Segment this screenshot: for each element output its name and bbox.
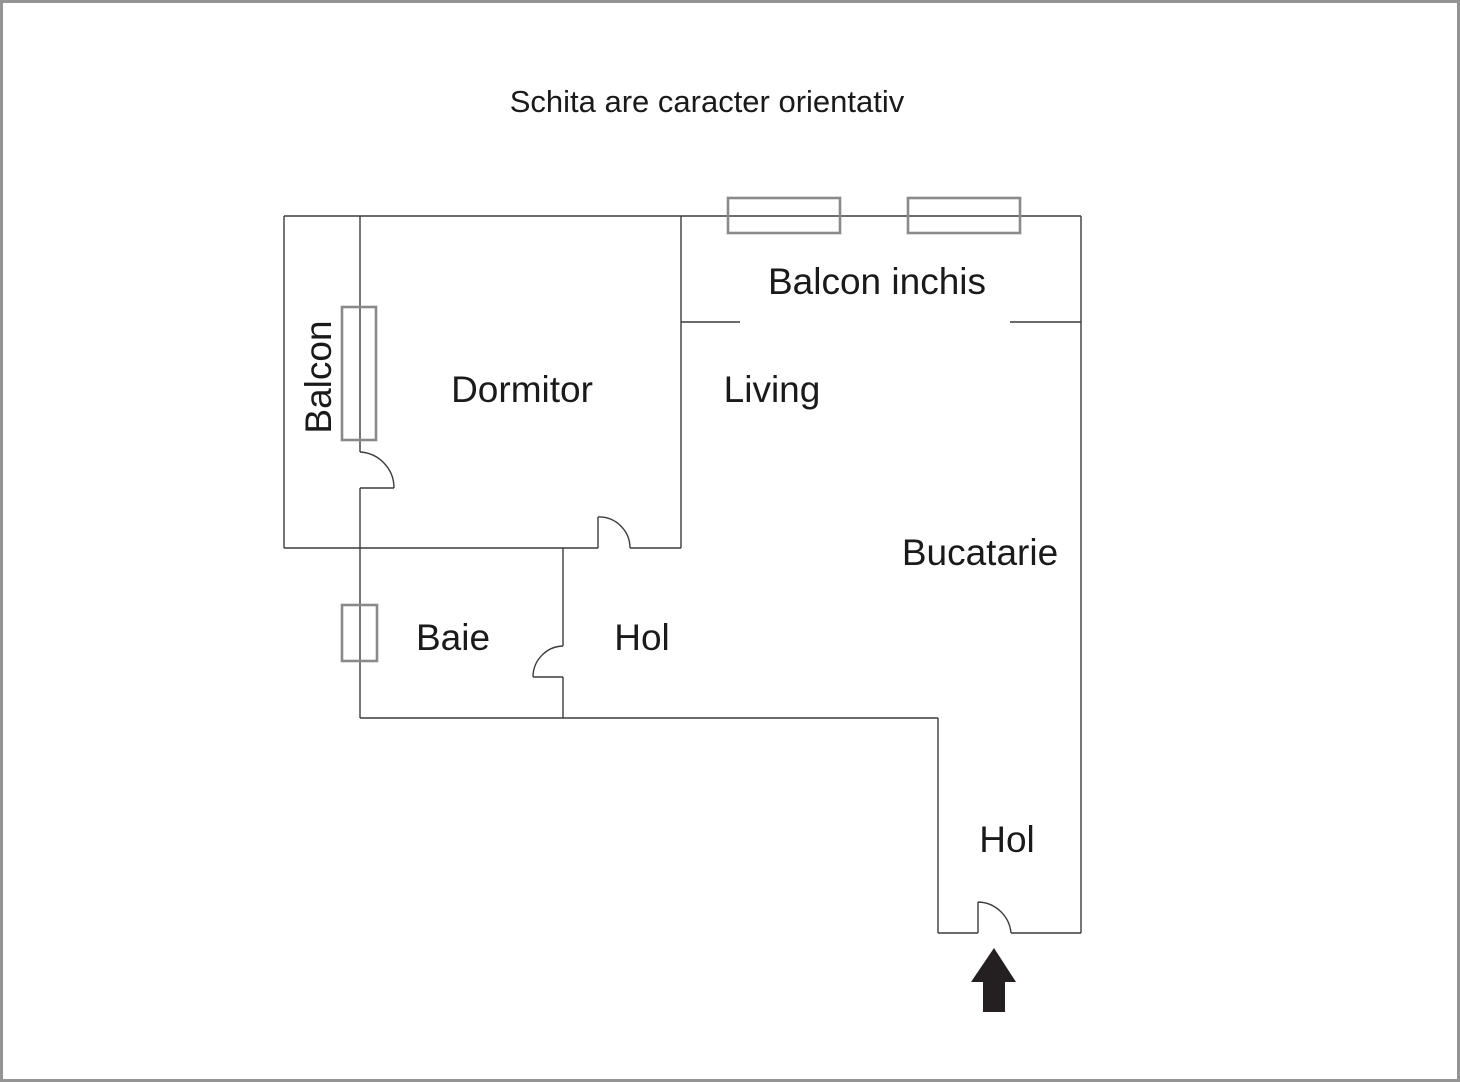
room-label-balcon: Balcon: [298, 320, 339, 433]
windows: [340, 196, 1022, 663]
room-label-dormitor: Dormitor: [451, 369, 593, 410]
door-arc-entrance: [977, 901, 1012, 934]
door-arc-balcon: [359, 451, 395, 489]
window-balcon-inchis-2: [906, 196, 1022, 235]
walls: [283, 215, 1082, 934]
room-label-baie: Baie: [416, 617, 490, 658]
door-arc-dormitor: [597, 516, 631, 549]
room-label-hol-entrance: Hol: [979, 819, 1035, 860]
window-baie: [340, 603, 379, 663]
window-balcon: [340, 305, 378, 442]
diagram-title: Schita are caracter orientativ: [510, 84, 905, 119]
floor-plan-drawing: Schita are caracter orientativ Balcon Do…: [283, 84, 1082, 1012]
room-label-bucatarie: Bucatarie: [902, 532, 1058, 573]
room-label-living: Living: [724, 369, 821, 410]
room-label-balcon-inchis: Balcon inchis: [768, 261, 986, 302]
door-arc-baie: [532, 645, 564, 678]
room-labels: Schita are caracter orientativ Balcon Do…: [298, 84, 1058, 860]
room-label-hol: Hol: [614, 617, 670, 658]
window-balcon-inchis-1: [726, 196, 842, 235]
entrance-arrow-icon: [971, 948, 1016, 1012]
